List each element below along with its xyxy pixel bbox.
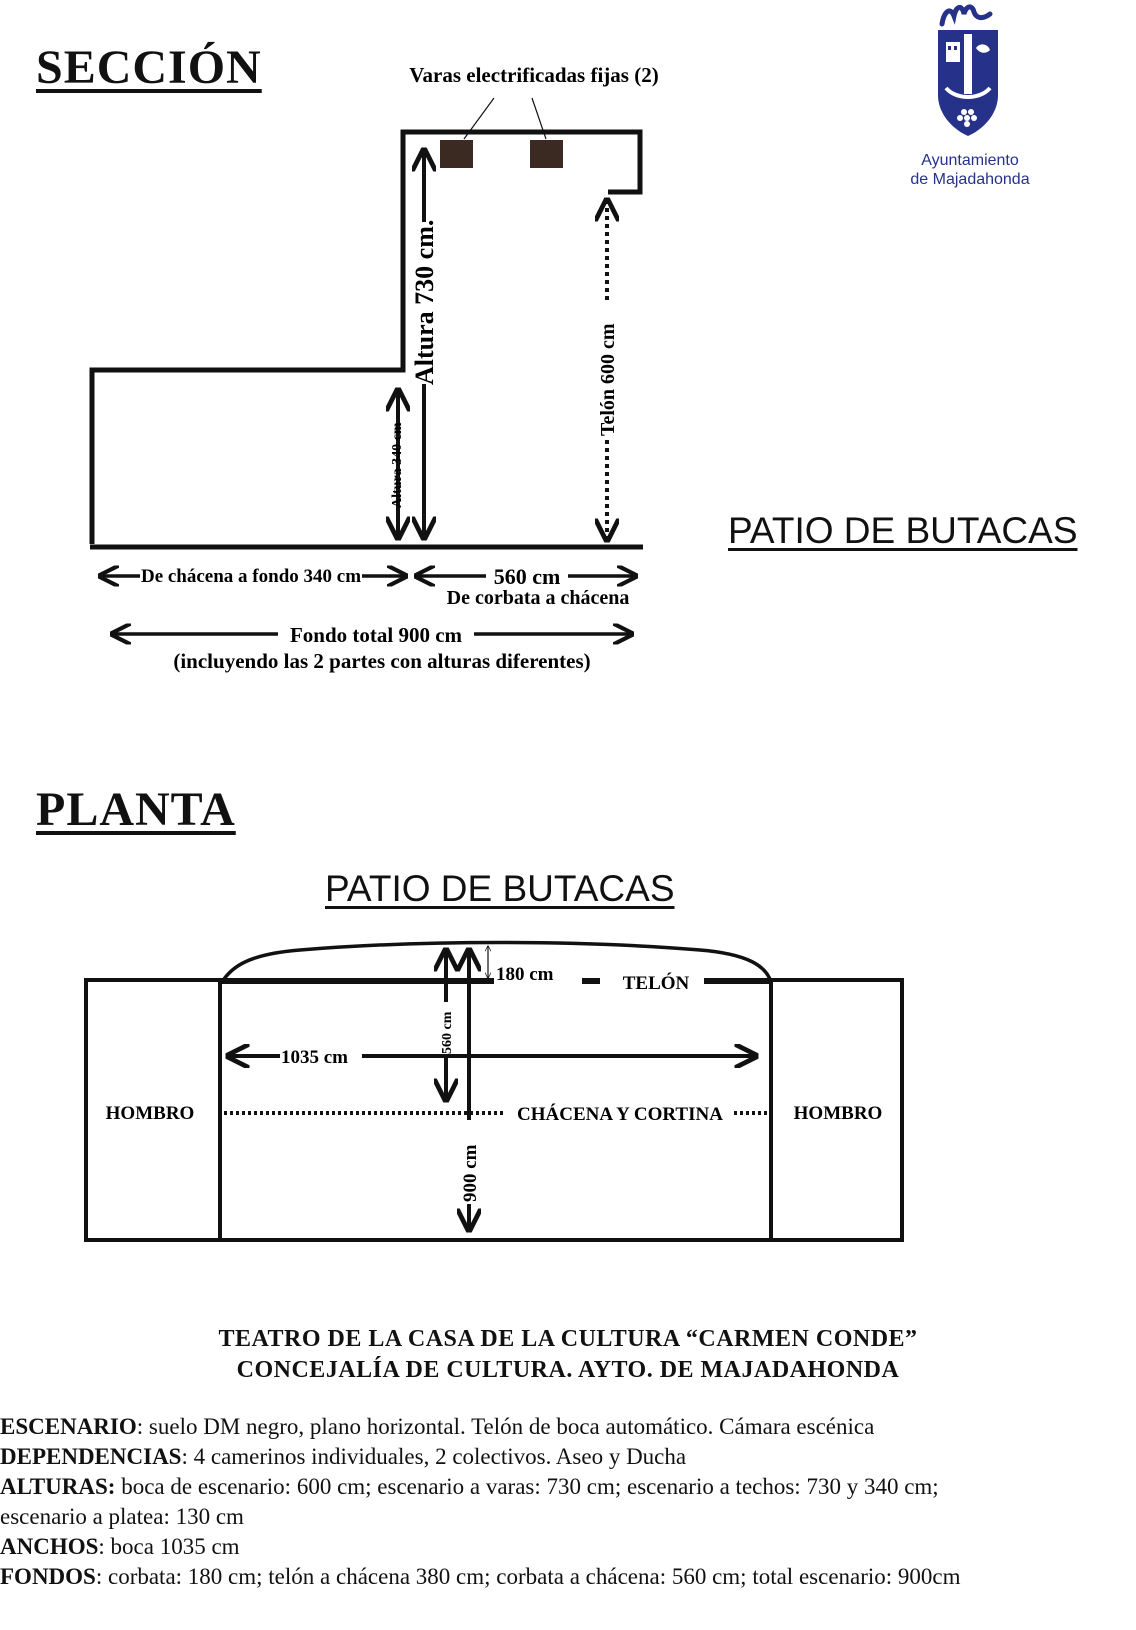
spec-fondos-label: FONDOS	[0, 1564, 96, 1589]
altura-340-label: Altura 340 cm	[390, 422, 405, 508]
dim-560-plan-label: 560 cm	[440, 1011, 455, 1054]
theatre-title: TEATRO DE LA CASA DE LA CULTURA “CARMEN …	[0, 1324, 1136, 1386]
vara-leader-1	[463, 97, 495, 140]
varas-label: Varas electrificadas fijas (2)	[409, 63, 658, 87]
altura-730-label: Altura 730 cm.	[410, 220, 439, 385]
dim-1035-label: 1035 cm	[281, 1047, 348, 1068]
chacena-label: CHÁCENA Y CORTINA	[517, 1103, 723, 1125]
ayuntamiento-logo: Ayuntamiento de Majadahonda	[910, 0, 1060, 189]
dim-900-label: 900 cm	[460, 1144, 481, 1202]
seccion-patio-label: PATIO DE BUTACAS	[728, 510, 1078, 551]
theatre-title-line-2: CONCEJALÍA DE CULTURA. AYTO. DE MAJADAHO…	[236, 1357, 900, 1383]
spec-alturas-text: boca de escenario: 600 cm; escenario a v…	[115, 1474, 939, 1499]
seccion-diagram: Varas electrificadas fijas (2) Altura 73…	[89, 63, 659, 673]
planta-diagram: TELÓN 180 cm 900 cm 560 cm 1035 cm CHÁCE…	[84, 940, 904, 1242]
seccion-heading: SECCIÓN	[36, 41, 262, 94]
vara-batten-2	[530, 140, 563, 168]
logo-line-2: de Majadahonda	[910, 171, 1030, 188]
theatre-title-line-1: TEATRO DE LA CASA DE LA CULTURA “CARMEN …	[218, 1326, 918, 1352]
spec-escenario-label: ESCENARIO	[0, 1414, 137, 1439]
fondo-340-label: De chácena a fondo 340 cm	[141, 566, 361, 587]
spec-dependencias-text: : 4 camerinos individuales, 2 colectivos…	[181, 1444, 687, 1469]
planta-patio-label: PATIO DE BUTACAS	[325, 868, 675, 909]
spec-alturas-label: ALTURAS:	[0, 1474, 116, 1499]
spec-anchos-text: : boca 1035 cm	[98, 1534, 240, 1559]
spec-fondos-text: : corbata: 180 cm; telón a chácena 380 c…	[95, 1564, 961, 1589]
spec-anchos: ANCHOS: boca 1035 cm	[0, 1532, 1136, 1562]
spec-alturas-cont: escenario a platea: 130 cm	[0, 1504, 244, 1529]
spec-escenario-text: : suelo DM negro, plano horizontal. Teló…	[136, 1414, 875, 1439]
hombro-right-label: HOMBRO	[794, 1103, 883, 1124]
planta-heading: PLANTA	[36, 783, 236, 836]
fondo-total-label: Fondo total 900 cm	[290, 623, 463, 647]
spec-escenario: ESCENARIO: suelo DM negro, plano horizon…	[0, 1412, 1136, 1442]
technical-specs: ESCENARIO: suelo DM negro, plano horizon…	[0, 1412, 1136, 1592]
majadahonda-crest-icon	[938, 4, 998, 136]
hombro-left-label: HOMBRO	[106, 1103, 195, 1124]
logo-line-1: Ayuntamiento	[921, 152, 1019, 169]
dim-180-label: 180 cm	[496, 964, 554, 985]
stage-section-outline	[89, 129, 643, 544]
corbata-chacena-label: De corbata a chácena	[447, 587, 630, 609]
spec-dependencias: DEPENDENCIAS: 4 camerinos individuales, …	[0, 1442, 1136, 1472]
spec-fondos: FONDOS: corbata: 180 cm; telón a chácena…	[0, 1562, 1136, 1592]
fondo-note-label: (incluyendo las 2 partes con alturas dif…	[173, 649, 590, 673]
telon-label: TELÓN	[623, 972, 690, 994]
corbata-arc	[220, 940, 773, 983]
dim-560-label: 560 cm	[494, 564, 561, 589]
vara-leader-2	[531, 97, 547, 140]
telon-600-label: Telón 600 cm	[597, 323, 619, 436]
spec-anchos-label: ANCHOS	[0, 1534, 99, 1559]
spec-alturas: ALTURAS: boca de escenario: 600 cm; esce…	[0, 1472, 1136, 1502]
spec-dependencias-label: DEPENDENCIAS	[0, 1444, 182, 1469]
vara-batten-1	[440, 140, 473, 168]
stage-plan-outline	[84, 978, 904, 1242]
